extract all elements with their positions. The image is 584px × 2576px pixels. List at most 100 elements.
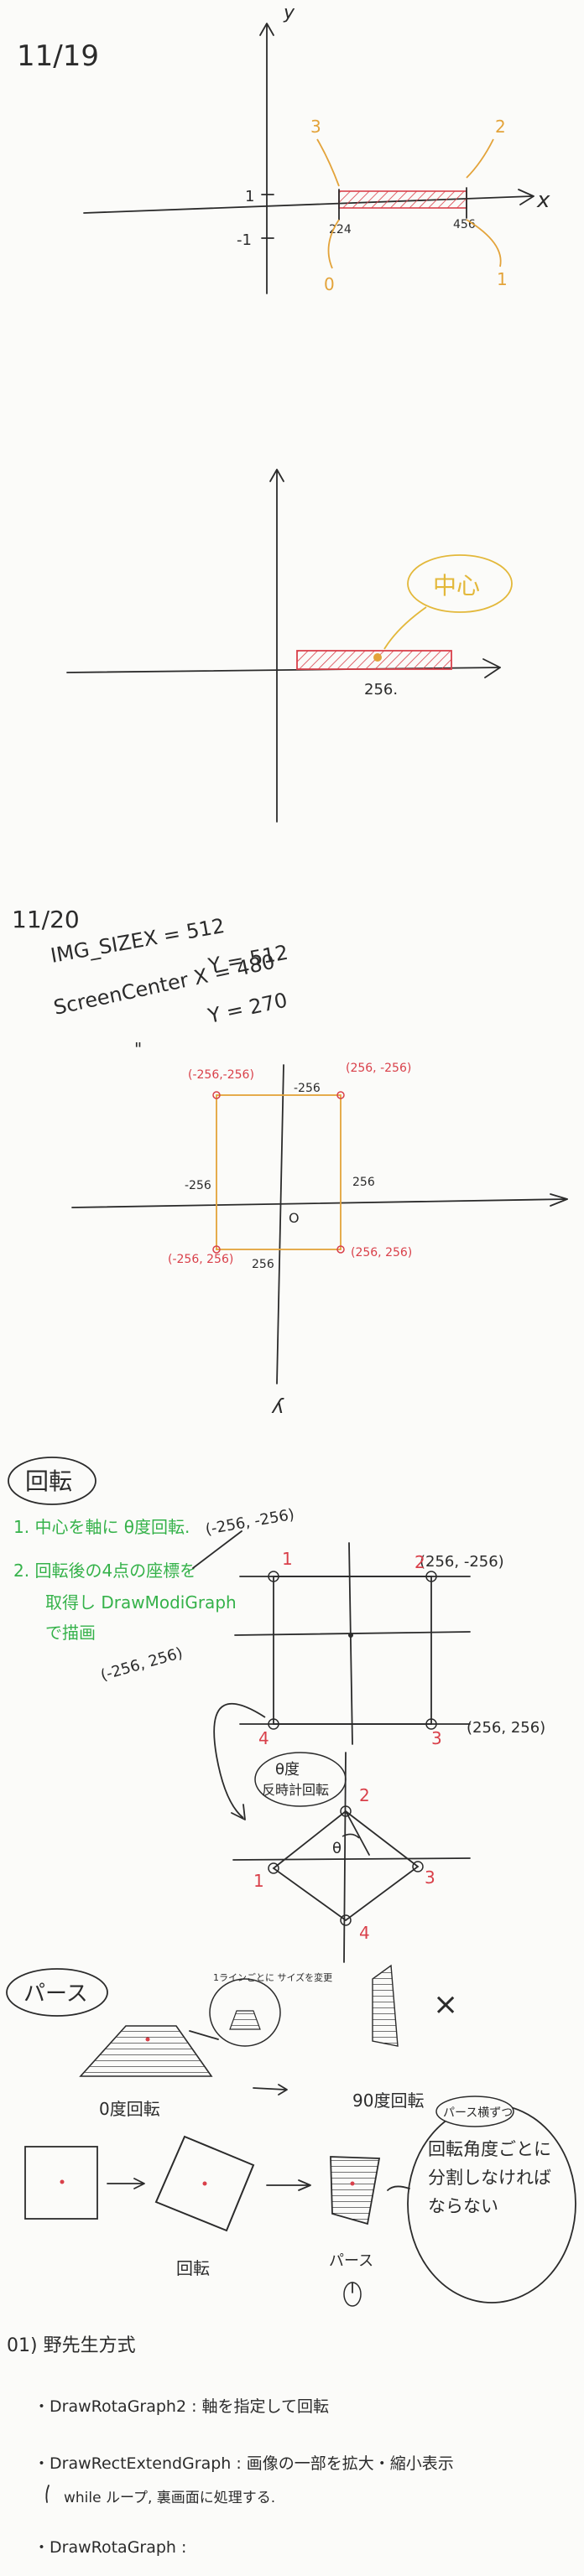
section-4-rotation: 回転 1. 中心を軸に θ度回転. 2. 回転後の4点の座標を 取得し Draw… — [8, 1457, 545, 1963]
rot-num-1: 1 — [253, 1871, 264, 1891]
y-axis-3 — [276, 1064, 284, 1384]
date-1120: 11/20 — [12, 906, 80, 933]
trapezoid-zero — [79, 2025, 213, 2077]
x-axis-arrow-2 — [482, 658, 501, 678]
cross-mark: × — [433, 1987, 458, 2022]
bubble-note: 1ラインごとに サイズを変更 — [213, 1971, 332, 1983]
title-perse: パース — [23, 1981, 88, 2007]
rotated-box — [154, 2135, 255, 2232]
corner-4-pt — [268, 1718, 279, 1730]
section-6-pipeline: 回転 パース パース横ずつ 回転角度ごとに分割しなければならない — [24, 2096, 576, 2307]
rot-axis-h — [232, 1857, 471, 1861]
bubble-tail — [189, 2030, 219, 2040]
pipe-arrowhead-2 — [298, 2179, 311, 2191]
callout-pointer — [383, 606, 427, 650]
pipe-arrowhead-1 — [133, 2178, 145, 2189]
step-square-center — [60, 2179, 65, 2184]
section-1-diagram: 11/19 y x 1 -1 224 456 3 2 0 1 — [17, 3, 550, 294]
tick-label-neg1: -1 — [237, 231, 252, 249]
curve-arrow — [213, 1703, 266, 1819]
tick-right-3: 256 — [352, 1176, 375, 1189]
title-bubble-perse — [6, 1968, 108, 2017]
mini-trapezoid — [229, 2010, 261, 2030]
rotated-box-center — [202, 2181, 207, 2186]
step-2c: で描画 — [45, 1623, 96, 1643]
step-1: 1. 中心を軸に θ度回転. — [13, 1517, 190, 1537]
section-3-diagram: 11/20 IMG_SIZEX = 512 Y = 512 ScreenCent… — [12, 906, 568, 1420]
corner-label-2: 2 — [495, 117, 506, 137]
note-direction: 反時計回転 — [262, 1782, 329, 1798]
corner-num-1: 1 — [282, 1549, 293, 1569]
rot-num-4: 4 — [359, 1923, 370, 1943]
coord-tr-4: (256, -256) — [420, 1553, 504, 1571]
bubble-body-text: 回転角度ごとに分割しなければならない — [428, 2139, 551, 2216]
corner-br-3 — [336, 1245, 345, 1254]
coord-tl-4: (-256, -256) — [204, 1506, 295, 1539]
trapezoid-center — [145, 2037, 150, 2042]
perse-box — [330, 2156, 381, 2225]
section-7-notes: 01) 野先生方式 ・DrawRotaGraph2 : 軸を指定して回転 ・Dr… — [7, 2335, 454, 2557]
image-rect-3 — [216, 1094, 342, 1250]
note-item-1: ・DrawRotaGraph2 : 軸を指定して回転 — [34, 2397, 329, 2416]
corner-tl-3 — [212, 1091, 221, 1099]
section-5-perse: パース 1ラインごとに サイズを変更 0度回転 90度回転 × — [6, 1964, 458, 2119]
corner-num-2: 2 — [415, 1552, 425, 1572]
perse-box-center — [350, 2181, 355, 2186]
note-item-2: ・DrawRectExtendGraph : 画像の一部を拡大・縮小表示 — [34, 2454, 454, 2473]
arrow-0 — [327, 219, 340, 269]
axis-y-label-1: y — [283, 3, 295, 23]
coord-tl-3: (-256,-256) — [188, 1068, 254, 1082]
grid-v — [348, 1542, 353, 1745]
section-2-diagram: 256. 中心 — [66, 469, 513, 823]
hatched-rect-1 — [338, 190, 467, 209]
bubble-pointer-6 — [387, 2185, 410, 2191]
arrow-1 — [466, 219, 502, 267]
theta-arc — [342, 1833, 360, 1839]
center-dot — [373, 653, 382, 662]
rot-axis-v — [343, 1752, 347, 1963]
note-deg: θ度 — [275, 1761, 300, 1779]
bubble-circle — [209, 1978, 281, 2047]
label-zero-deg: 0度回転 — [99, 2099, 160, 2119]
corner-3-pt — [425, 1718, 437, 1730]
note-item-2-sub: while ループ, 裏画面に処理する. — [64, 2489, 275, 2506]
grid-center — [348, 1633, 353, 1638]
step-2a: 2. 回転後の4点の座標を — [13, 1561, 196, 1581]
rot-pt-3 — [412, 1861, 424, 1872]
trapezoid-ninety — [372, 1964, 399, 2047]
arrowhead-5 — [278, 2084, 288, 2096]
tick-bottom-3: 256 — [252, 1258, 274, 1271]
title-bubble-rotate — [8, 1457, 96, 1505]
origin-3: O — [289, 1210, 300, 1226]
theta-symbol: θ — [332, 1840, 342, 1857]
corner-label-3: 3 — [310, 117, 321, 137]
corner-num-4: 4 — [258, 1728, 269, 1748]
corner-bl-3 — [212, 1245, 221, 1254]
value-256: 256. — [364, 681, 398, 699]
date-1119: 11/19 — [17, 39, 99, 73]
corner-2-pt — [425, 1571, 437, 1582]
speech-bubble-top — [435, 2096, 514, 2127]
arrow-2 — [466, 138, 494, 179]
tick-top-3: -256 — [294, 1082, 321, 1095]
arrow-right-5 — [253, 2087, 286, 2090]
pointer-tl — [192, 1530, 242, 1569]
label-rotate-6: 回転 — [176, 2258, 210, 2278]
rot-pt-4 — [340, 1914, 352, 1926]
rotated-square — [272, 1810, 420, 1922]
rot-pt-2 — [340, 1805, 352, 1817]
ditto-mark: " — [134, 1039, 142, 1059]
label-ninety-deg: 90度回転 — [352, 2090, 424, 2111]
theta-line — [345, 1810, 370, 1856]
bubble-body-wrap: 回転角度ごとに分割しなければならない — [428, 2139, 551, 2216]
coord-tr-3: (256, -256) — [346, 1062, 411, 1075]
rot-pt-1 — [268, 1862, 279, 1874]
callout-center-text: 中心 — [433, 572, 480, 600]
corner-tr-3 — [336, 1091, 345, 1099]
title-rotate: 回転 — [25, 1467, 72, 1495]
screen-center-y-line: Y = 270 — [205, 989, 289, 1029]
tick-label-1: 1 — [245, 188, 254, 205]
corner-1-pt — [268, 1571, 279, 1582]
heading-method: 01) 野先生方式 — [7, 2335, 136, 2356]
